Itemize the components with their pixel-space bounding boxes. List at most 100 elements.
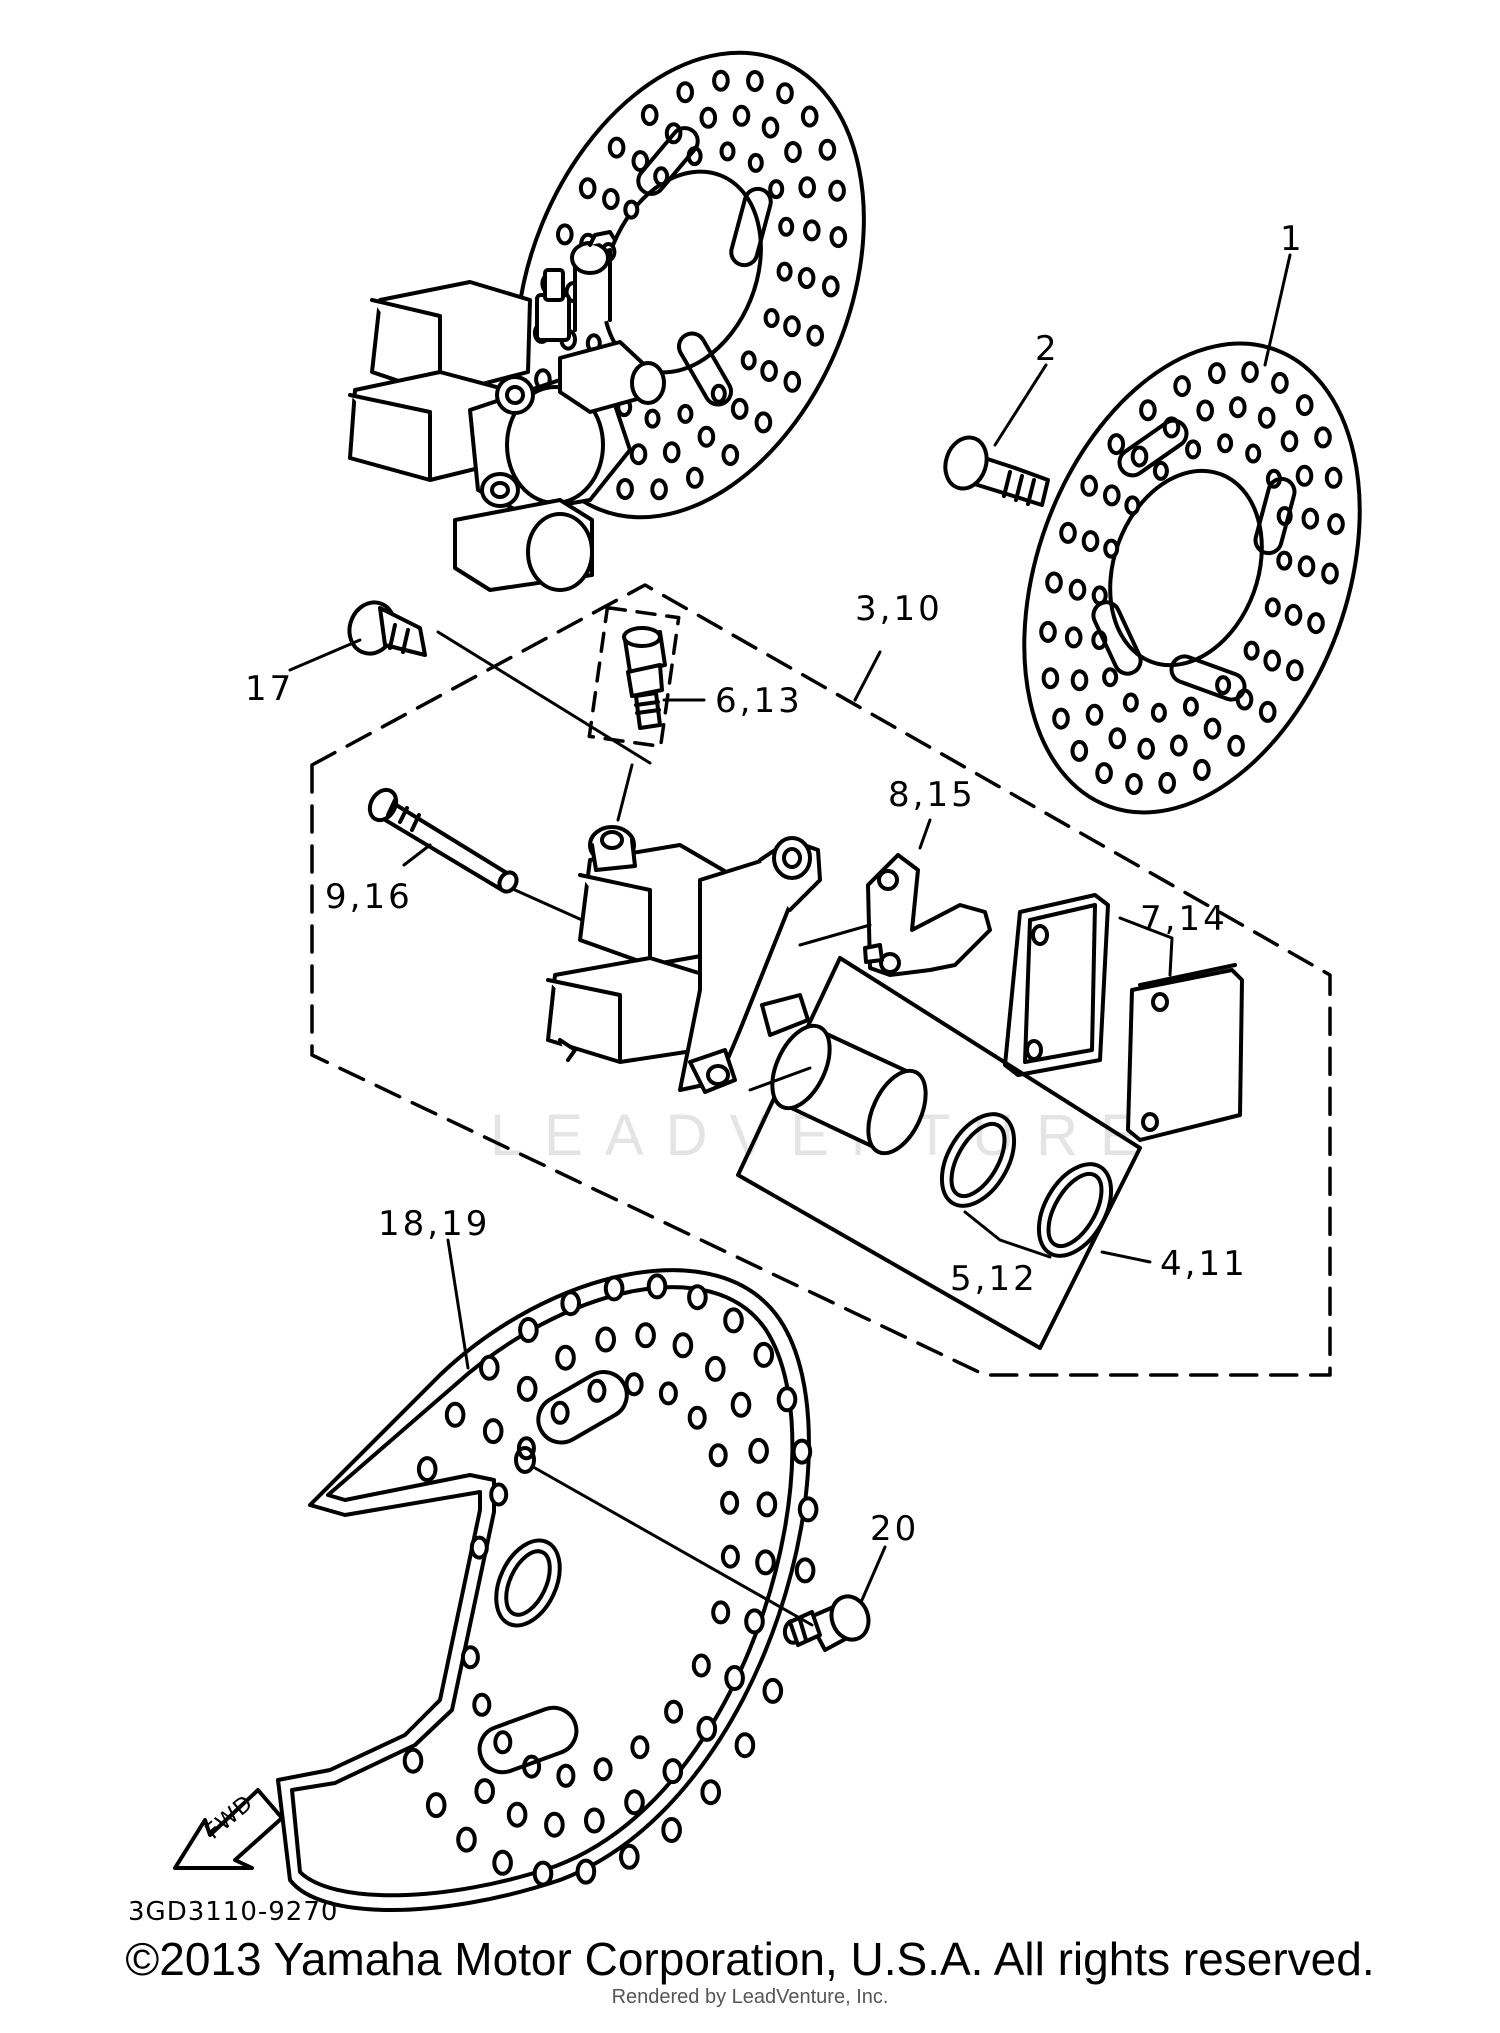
vent-hole: [1158, 771, 1176, 794]
vent-hole: [1064, 626, 1083, 649]
vent-hole: [1295, 394, 1314, 417]
vent-hole: [691, 1653, 711, 1678]
vent-hole: [616, 478, 634, 500]
vent-hole: [734, 1732, 756, 1759]
vent-hole: [1264, 597, 1281, 618]
vent-hole: [720, 1544, 740, 1569]
vent-hole: [460, 1645, 480, 1670]
vent-hole: [629, 443, 648, 466]
vent-hole: [708, 1443, 728, 1468]
vent-hole: [1070, 669, 1089, 692]
vent-hole: [730, 1391, 752, 1418]
vent-hole: [640, 104, 659, 126]
vent-hole: [1245, 443, 1262, 464]
vent-hole: [705, 1355, 726, 1382]
vent-hole: [506, 1801, 528, 1828]
vent-hole: [720, 1490, 740, 1515]
vent-hole: [730, 397, 749, 420]
vent-hole: [1271, 371, 1289, 394]
vent-hole: [1103, 484, 1121, 507]
vent-hole: [479, 1354, 500, 1381]
vent-hole: [518, 1317, 539, 1343]
vent-hole: [1243, 640, 1260, 661]
vent-hole: [555, 1344, 576, 1371]
vent-hole: [492, 1849, 513, 1876]
vent-hole: [1173, 375, 1191, 398]
vent-hole: [686, 466, 704, 489]
vent-hole: [783, 370, 802, 393]
vent-hole: [732, 104, 751, 127]
vent-hole: [1284, 603, 1303, 626]
vent-hole: [532, 1860, 554, 1887]
vent-hole: [797, 1496, 819, 1523]
vent-hole: [575, 1858, 597, 1885]
vent-hole: [661, 1817, 682, 1843]
vent-hole: [482, 1418, 504, 1445]
vent-hole: [783, 315, 801, 338]
vent-hole: [1108, 727, 1127, 750]
vent-hole: [747, 152, 764, 173]
vent-hole: [754, 411, 773, 434]
vent-hole: [584, 1807, 605, 1834]
vent-hole: [593, 1757, 613, 1782]
vent-hole: [1321, 562, 1339, 585]
callout-20: 20: [870, 1509, 919, 1549]
vent-hole: [753, 1341, 775, 1368]
vent-hole: [1107, 433, 1126, 456]
vent-hole: [1103, 538, 1120, 559]
vent-hole: [1241, 361, 1259, 383]
vent-hole: [740, 350, 757, 371]
callout-9-16: 9,16: [325, 877, 413, 917]
vent-hole: [602, 188, 620, 210]
vent-hole: [644, 408, 661, 429]
part-4-piston: [770, 1023, 928, 1156]
vent-hole: [1095, 762, 1113, 785]
callout-4-11: 4,11: [1160, 1244, 1248, 1284]
vent-hole: [1203, 717, 1222, 740]
vent-hole: [1137, 737, 1155, 760]
vent-hole: [1125, 773, 1143, 795]
vent-hole: [1258, 700, 1277, 723]
vent-hole: [425, 1792, 447, 1819]
vent-hole: [1276, 550, 1293, 571]
part-2-bolt: [943, 435, 1050, 507]
vent-hole: [1208, 362, 1226, 385]
vent-hole: [1193, 758, 1211, 781]
vent-hole: [1327, 513, 1345, 536]
caliper-assembly-outline: [310, 583, 1332, 1377]
vent-hole: [603, 1275, 625, 1302]
vent-hole: [763, 308, 780, 328]
vent-hole: [711, 1600, 731, 1625]
vent-hole: [768, 179, 785, 200]
vent-hole: [619, 1843, 640, 1870]
callout-6-13: 6,13: [715, 681, 803, 721]
vent-hole: [469, 1535, 489, 1560]
copyright-notice: ©2013 Yamaha Motor Corporation, U.S.A. A…: [125, 1933, 1375, 1985]
vent-hole: [1295, 464, 1314, 487]
vent-hole: [760, 360, 778, 382]
callout-3-10: 3,10: [855, 589, 943, 629]
vent-hole: [1324, 466, 1343, 489]
vent-hole: [1182, 696, 1199, 717]
vent-hole: [516, 1375, 538, 1402]
callout-2: 2: [1035, 329, 1060, 369]
vent-hole: [1227, 734, 1245, 757]
vent-hole: [607, 136, 626, 159]
vent-hole: [776, 82, 794, 105]
vent-hole: [721, 444, 740, 466]
vent-hole: [806, 324, 825, 347]
vent-hole: [723, 1307, 744, 1334]
vent-hole: [761, 116, 780, 139]
vent-hole: [699, 106, 718, 129]
vent-hole: [800, 105, 819, 128]
vent-hole: [822, 275, 840, 298]
vent-hole: [762, 1677, 784, 1704]
part-1-brake-disc: [1022, 341, 1362, 815]
vent-hole: [1263, 649, 1281, 672]
upper-caliper: [348, 230, 666, 592]
vent-hole: [635, 1322, 656, 1349]
vent-hole: [1217, 433, 1234, 454]
vent-hole: [677, 403, 694, 424]
vent-hole: [1070, 739, 1089, 762]
vent-hole: [474, 1778, 496, 1805]
